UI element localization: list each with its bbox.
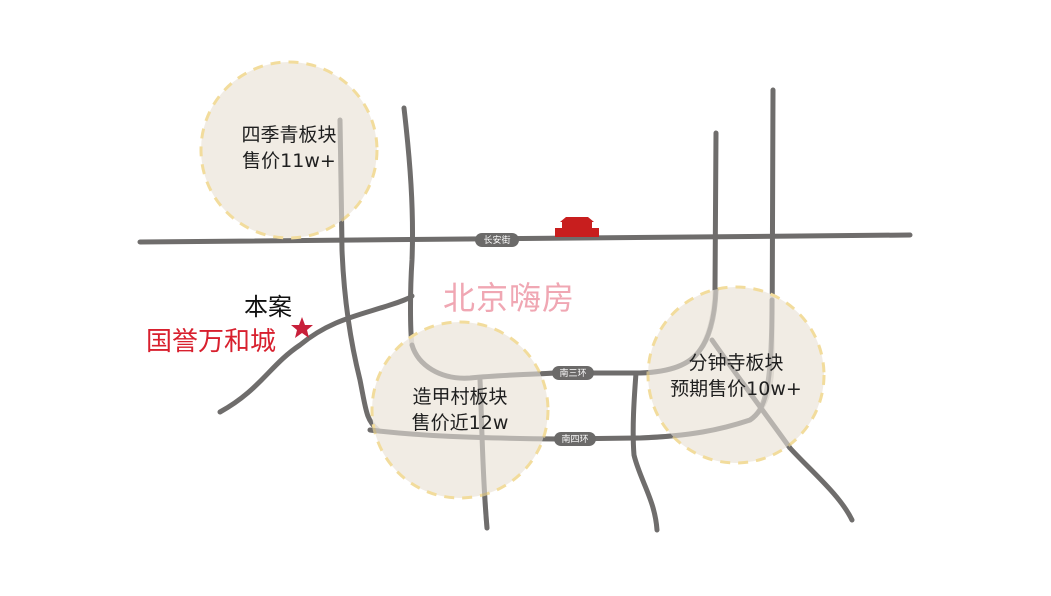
area-price: 售价近12w [411, 412, 509, 434]
project-tag: 本案 [244, 293, 292, 321]
watermark: 北京嗨房 [443, 279, 576, 317]
road-badge-south-4th-ring: 南四环 [554, 432, 596, 446]
area-name: 分钟寺板块 [688, 352, 784, 374]
area-name: 四季青板块 [241, 124, 337, 146]
svg-text:南四环: 南四环 [561, 433, 588, 445]
road-changan [137, 232, 913, 245]
area-circle-zaojiacun [370, 320, 550, 500]
road-badge-changan: 长安街 [475, 233, 519, 247]
area-price: 售价11w+ [242, 150, 336, 172]
road-middle-south [630, 370, 660, 533]
tiananmen-icon [555, 217, 599, 237]
svg-text:长安街: 长安街 [483, 234, 510, 246]
area-label-sijiqing: 四季青板块 售价11w+ [234, 122, 344, 174]
road-west-2 [401, 105, 416, 348]
road-southwest [217, 293, 415, 415]
area-name: 造甲村板块 [412, 386, 508, 408]
area-circle-sijiqing [199, 60, 379, 240]
road-badge-south-3rd-ring: 南三环 [552, 366, 594, 380]
area-label-fenzhongsi: 分钟寺板块 预期售价10w+ [666, 350, 806, 402]
area-price: 预期售价10w+ [670, 378, 802, 400]
area-label-zaojiacun: 造甲村板块 售价近12w [400, 384, 520, 436]
star-icon [291, 317, 313, 338]
road-west-1 [337, 117, 381, 433]
project-name: 国誉万和城 [146, 327, 277, 357]
area-circle-fenzhongsi [646, 285, 826, 465]
svg-text:南三环: 南三环 [559, 367, 586, 379]
